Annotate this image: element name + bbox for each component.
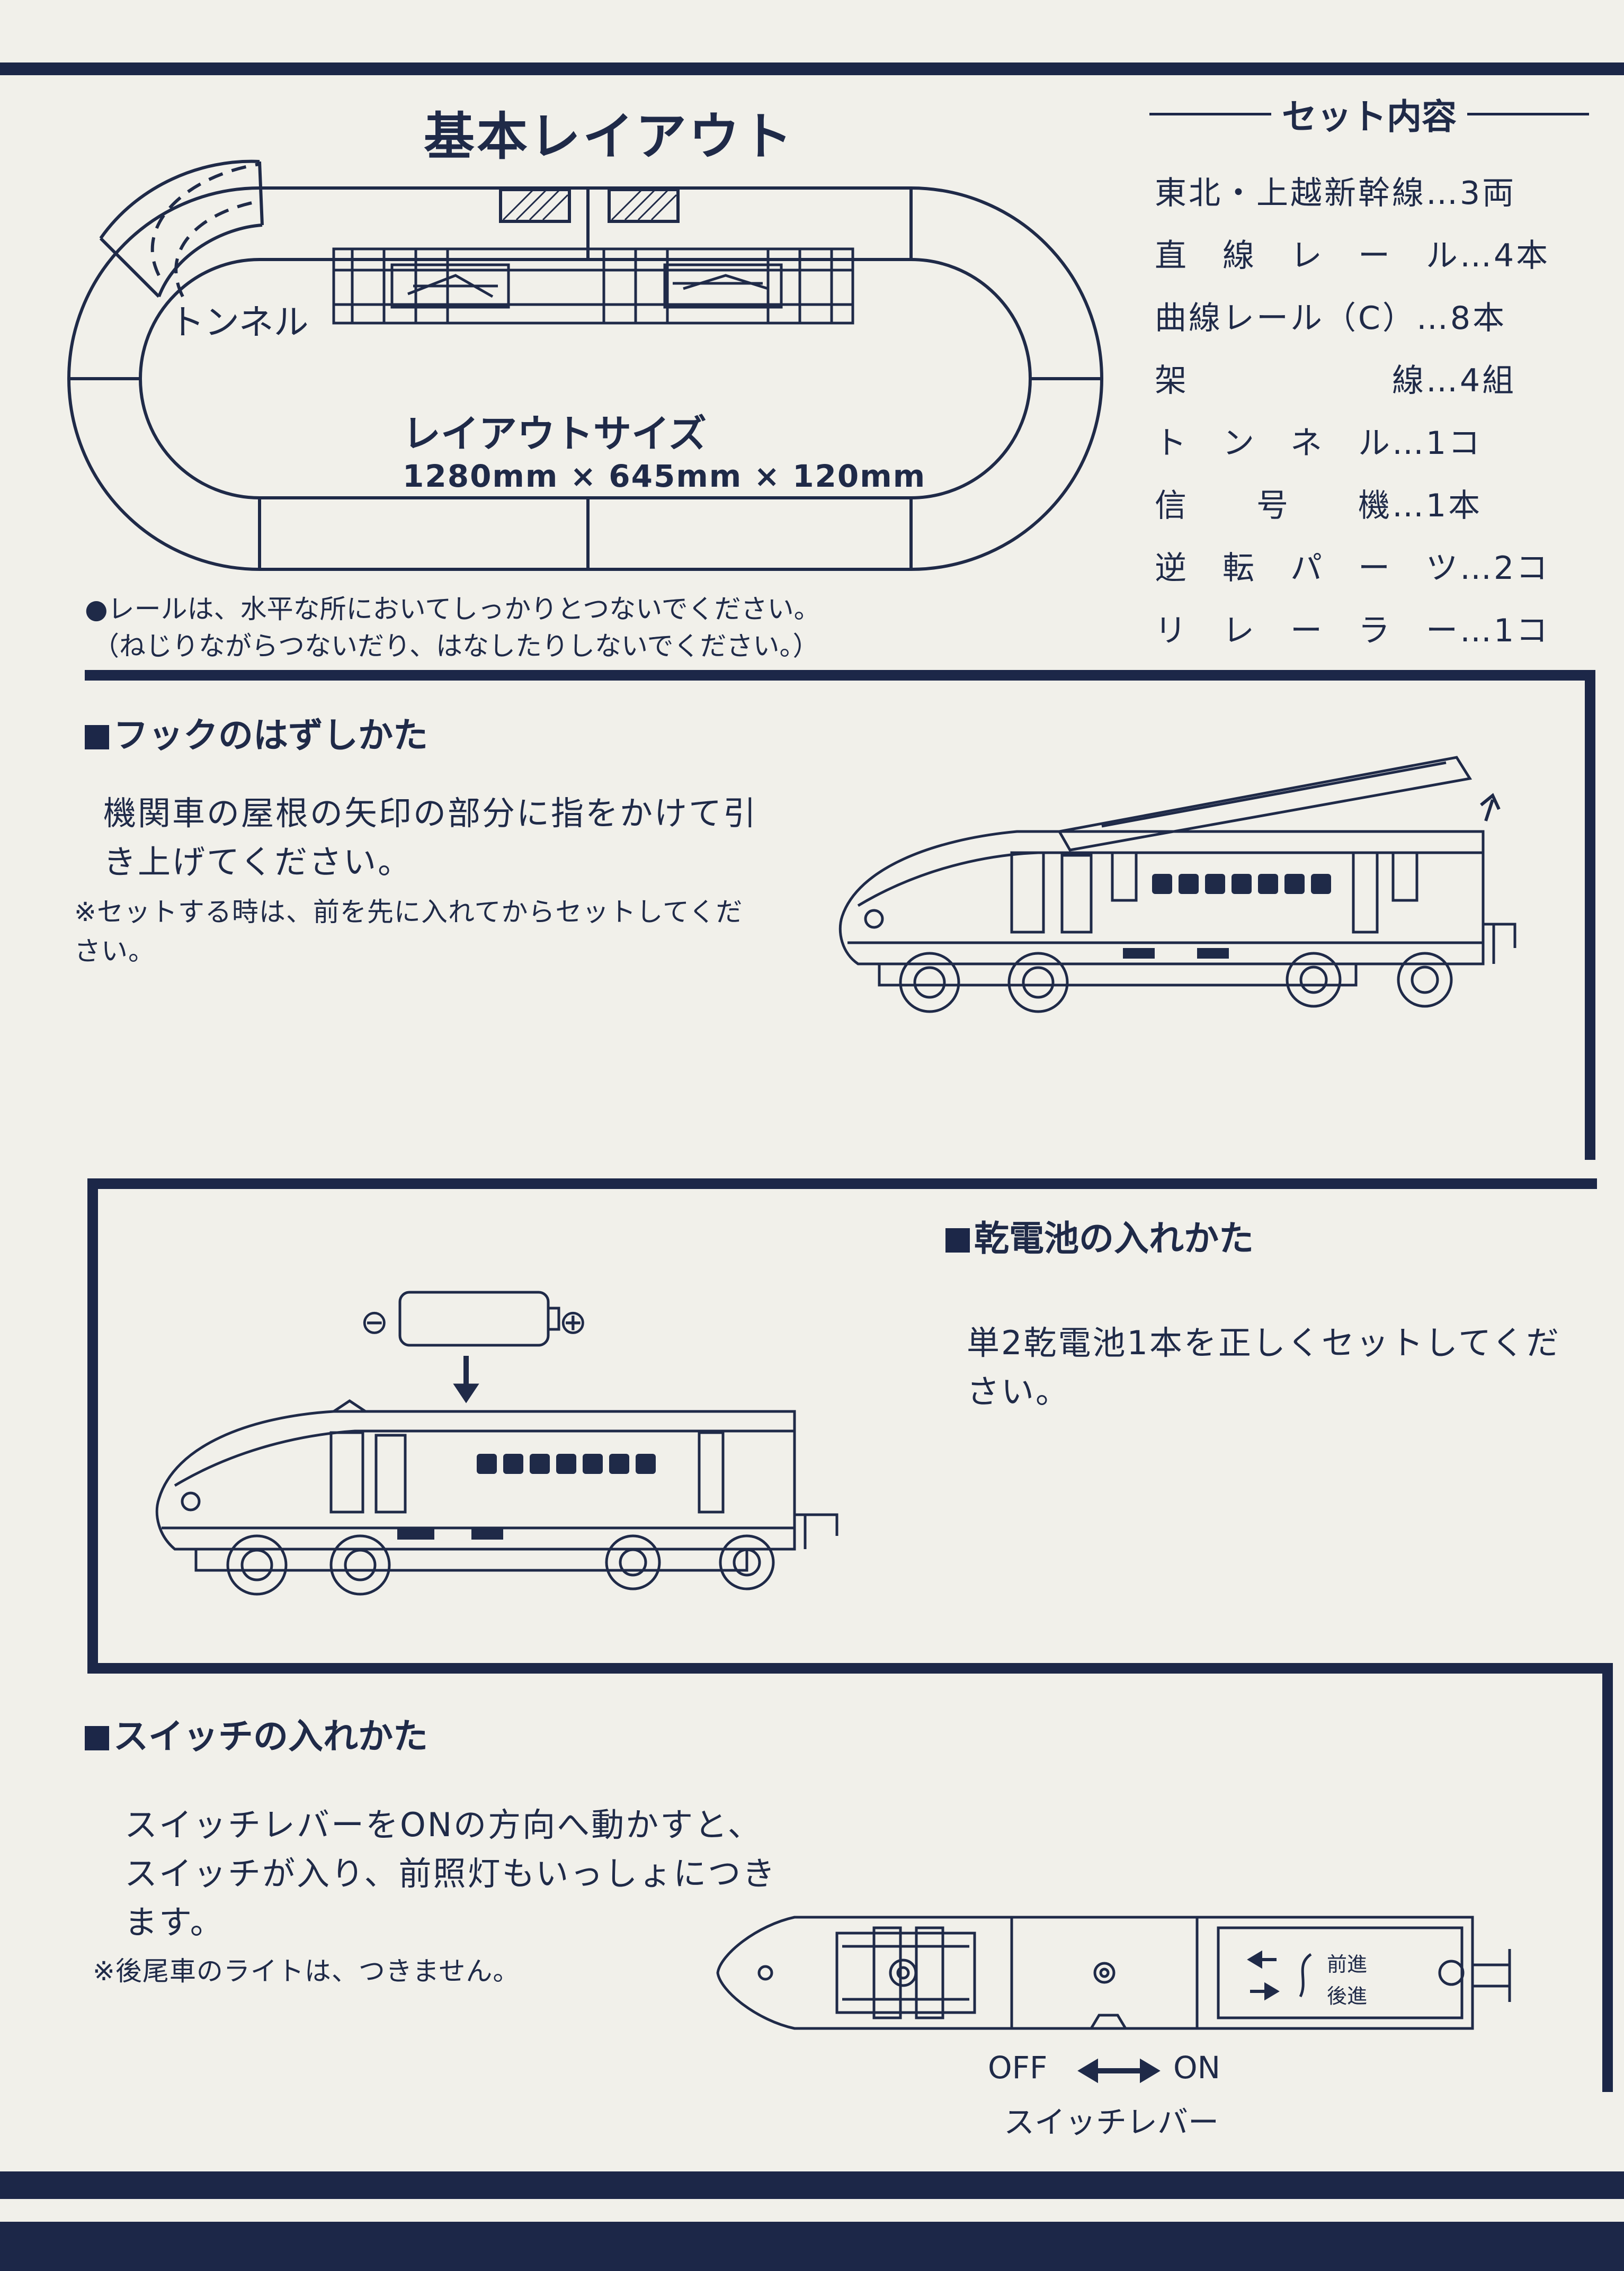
hook-section-title-text: フックのはずしかた [113, 715, 428, 756]
heading-rule-right [1467, 112, 1589, 115]
switch-section-title: スイッチの入れかた [85, 1708, 428, 1759]
battery-minus-icon: ⊖ [360, 1303, 389, 1342]
layout-size-label: レイアウトサイズ [403, 412, 707, 456]
switch-lever-caption: スイッチレバー [1004, 2104, 1219, 2140]
switch-underside-illustration [715, 1907, 1563, 2081]
set-item: 直 線 レ ー ル…4本 [1155, 237, 1550, 274]
heading-rule-left [1149, 112, 1271, 115]
battery-body-text: 単2乾電池1本を正しくセットしてください。 [967, 1324, 1561, 1411]
battery-plus-icon: ⊕ [559, 1303, 587, 1342]
section-square-icon [85, 1726, 109, 1750]
top-border-bar [0, 62, 1624, 75]
layout-title: 基本レイアウト [424, 107, 795, 166]
switch-body-text: スイッチレバーをONの方向へ動かすと、スイッチが入り、前照灯もいっしょにつきます… [124, 1805, 777, 1942]
forward-label: 前進 [1327, 1953, 1368, 1976]
rail-note-line-1: ●レールは、水平な所においてしっかりとつないでください。 [85, 594, 820, 624]
section-square-icon [85, 725, 109, 749]
locomotive-roof-lift-illustration [826, 747, 1515, 1022]
set-item: 逆 転 パ ー ツ…2コ [1155, 549, 1550, 587]
oval-track-diagram [0, 0, 1624, 689]
battery-section-title-text: 乾電池の入れかた [974, 1218, 1254, 1259]
set-item: リ レ ー ラ ー…1コ [1155, 612, 1550, 649]
hook-body-text: 機関車の屋根の矢印の部分に指をかけて引き上げてください。 [103, 794, 758, 881]
switch-note-text: ※後尾車のライトは、つきません。 [93, 1956, 520, 1987]
layout-size-value: 1280mm × 645mm × 120mm [403, 458, 926, 494]
rail-note-line-2: （ねじりながらつないだり、はなしたりしないでください。） [93, 631, 819, 661]
battery-section-title: 乾電池の入れかた [945, 1210, 1254, 1261]
set-item: 架 線…4組 [1155, 362, 1516, 399]
switch-section-title-text: スイッチの入れかた [113, 1716, 428, 1757]
battery-insertion-illustration [154, 1287, 885, 1615]
set-contents-list: 東北・上越新幹線…3両 直 線 レ ー ル…4本 曲線レール（C）…8本 架 線… [1155, 159, 1568, 659]
set-contents-heading: セット内容 [1149, 90, 1589, 138]
tunnel-label: トンネル [169, 302, 309, 343]
switch-section-right-border [1602, 1674, 1613, 2092]
hook-section-title: フックのはずしかた [85, 707, 428, 758]
reverse-label: 後進 [1327, 1984, 1368, 2008]
switch-on-label: ON [1173, 2050, 1221, 2086]
divider-layout-hook [85, 670, 1594, 681]
battery-section-top-border [87, 1178, 1597, 1189]
set-item: ト ン ネ ル…1コ [1155, 424, 1483, 462]
hook-note-text: ※セットする時は、前を先に入れてからセットしてください。 [74, 897, 743, 967]
switch-off-label: OFF [988, 2050, 1048, 2086]
section-square-icon [945, 1228, 970, 1253]
bottom-border-bar-1 [0, 2171, 1624, 2199]
set-contents-heading-text: セット内容 [1282, 96, 1457, 137]
hook-section-right-border [1585, 670, 1595, 1160]
bottom-border-bar-2 [0, 2222, 1624, 2271]
set-item: 東北・上越新幹線…3両 [1155, 174, 1516, 212]
battery-section-bottom-border [87, 1663, 1613, 1674]
battery-section-left-border [87, 1178, 98, 1674]
set-item: 曲線レール（C）…8本 [1155, 299, 1507, 337]
set-item: 信 号 機…1本 [1155, 487, 1483, 524]
